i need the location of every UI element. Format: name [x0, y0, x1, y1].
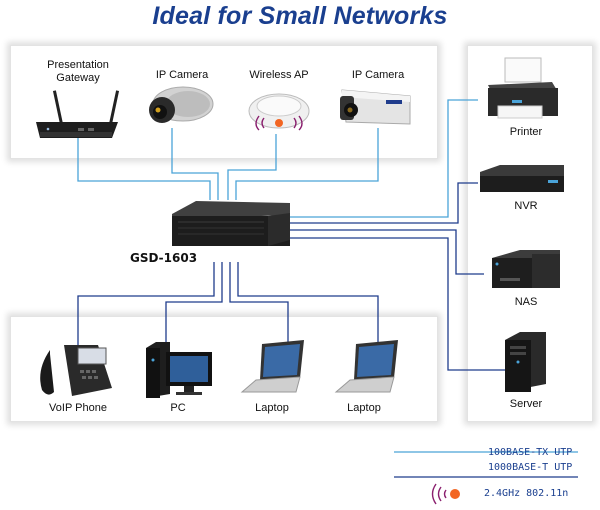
legend-gigabit-label: 1000BASE-T UTP — [488, 462, 573, 473]
link-nvr — [288, 182, 478, 224]
pc-icon — [146, 342, 212, 398]
laptop-1-label: Laptop — [255, 402, 289, 414]
wireless-ap-icon — [248, 93, 310, 131]
laptop-2-icon — [334, 340, 398, 393]
diagram-title: Ideal for Small Networks — [152, 2, 448, 30]
legend-wireless-icon — [431, 483, 460, 505]
nas-label: NAS — [514, 296, 538, 308]
laptop-1-icon — [240, 340, 304, 393]
link-server — [284, 237, 505, 371]
ip-camera-1-label: IP Camera — [155, 69, 209, 81]
link-gateway — [77, 138, 211, 200]
printer-icon — [488, 57, 558, 119]
link-nas — [286, 229, 484, 275]
gsd-1603-switch-icon — [172, 201, 290, 246]
legend-fast-ethernet-label: 100BASE-TX UTP — [488, 447, 573, 458]
voip-phone-icon — [40, 345, 112, 396]
switch-label: GSD-1603 — [130, 251, 198, 265]
presentation-gateway-icon — [36, 90, 120, 138]
link-voip — [77, 262, 215, 345]
pc-label: PC — [170, 402, 186, 414]
ip-camera-2-icon — [340, 89, 411, 125]
laptop-2-label: Laptop — [347, 402, 381, 414]
ip-camera-1-icon — [149, 86, 214, 123]
wireless-ap-label: Wireless AP — [249, 69, 309, 81]
voip-phone-label: VoIP Phone — [49, 402, 107, 414]
link-wireless-ap — [227, 134, 277, 200]
link-printer — [288, 99, 478, 218]
legend — [394, 451, 578, 505]
link-ip-camera-1 — [171, 128, 219, 200]
server-label: Server — [509, 398, 543, 410]
link-laptop-2 — [237, 262, 379, 342]
link-pc — [165, 262, 223, 345]
printer-label: Printer — [509, 126, 543, 138]
nvr-label: NVR — [514, 200, 538, 212]
nas-icon — [492, 250, 560, 288]
server-icon — [505, 332, 546, 392]
link-ip-camera-2 — [235, 128, 379, 200]
legend-wireless-label: 2.4GHz 802.11n — [484, 488, 569, 499]
presentation-gateway-label: Presentation Gateway — [47, 59, 109, 84]
ip-camera-2-label: IP Camera — [351, 69, 405, 81]
nvr-icon — [480, 165, 564, 192]
link-laptop-1 — [229, 262, 289, 342]
